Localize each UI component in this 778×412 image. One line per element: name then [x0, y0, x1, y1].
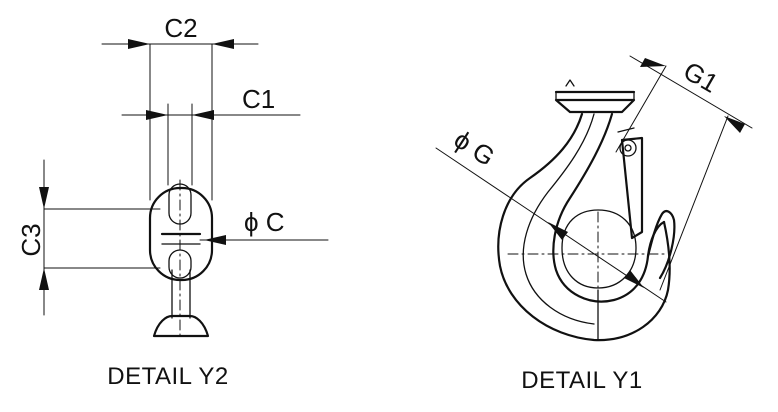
g1-dimension — [615, 55, 753, 291]
phi-g-dimension — [435, 147, 667, 303]
hook-outer — [497, 112, 671, 342]
phi-c-label: ϕ C — [244, 207, 285, 237]
safety-latch — [617, 127, 644, 240]
detail-y1-caption: DETAIL Y1 — [521, 367, 642, 394]
hook-throat — [561, 209, 637, 289]
c3-label: C3 — [16, 223, 46, 256]
detail-y2-caption: DETAIL Y2 — [107, 363, 228, 390]
c2-label: C2 — [164, 13, 197, 43]
phi-c-dimension — [199, 235, 329, 245]
hook-inner — [552, 112, 666, 303]
g1-label: G1 — [678, 55, 723, 98]
hook-section-lines — [507, 113, 669, 341]
hook-tip — [646, 210, 676, 280]
c1-dimension — [121, 103, 301, 186]
c3-dimension — [39, 159, 161, 316]
swivel-shank — [152, 269, 210, 338]
chain-link — [148, 179, 214, 341]
c2-dimension — [101, 39, 259, 201]
c1-label: C1 — [242, 84, 275, 114]
phi-g-label: ϕ G — [449, 124, 501, 172]
detail-y1-drawing: G1 ϕ G — [435, 55, 753, 342]
mounting-plate — [554, 79, 636, 114]
detail-y2-drawing: C2 C1 C3 ϕ C — [16, 13, 329, 341]
